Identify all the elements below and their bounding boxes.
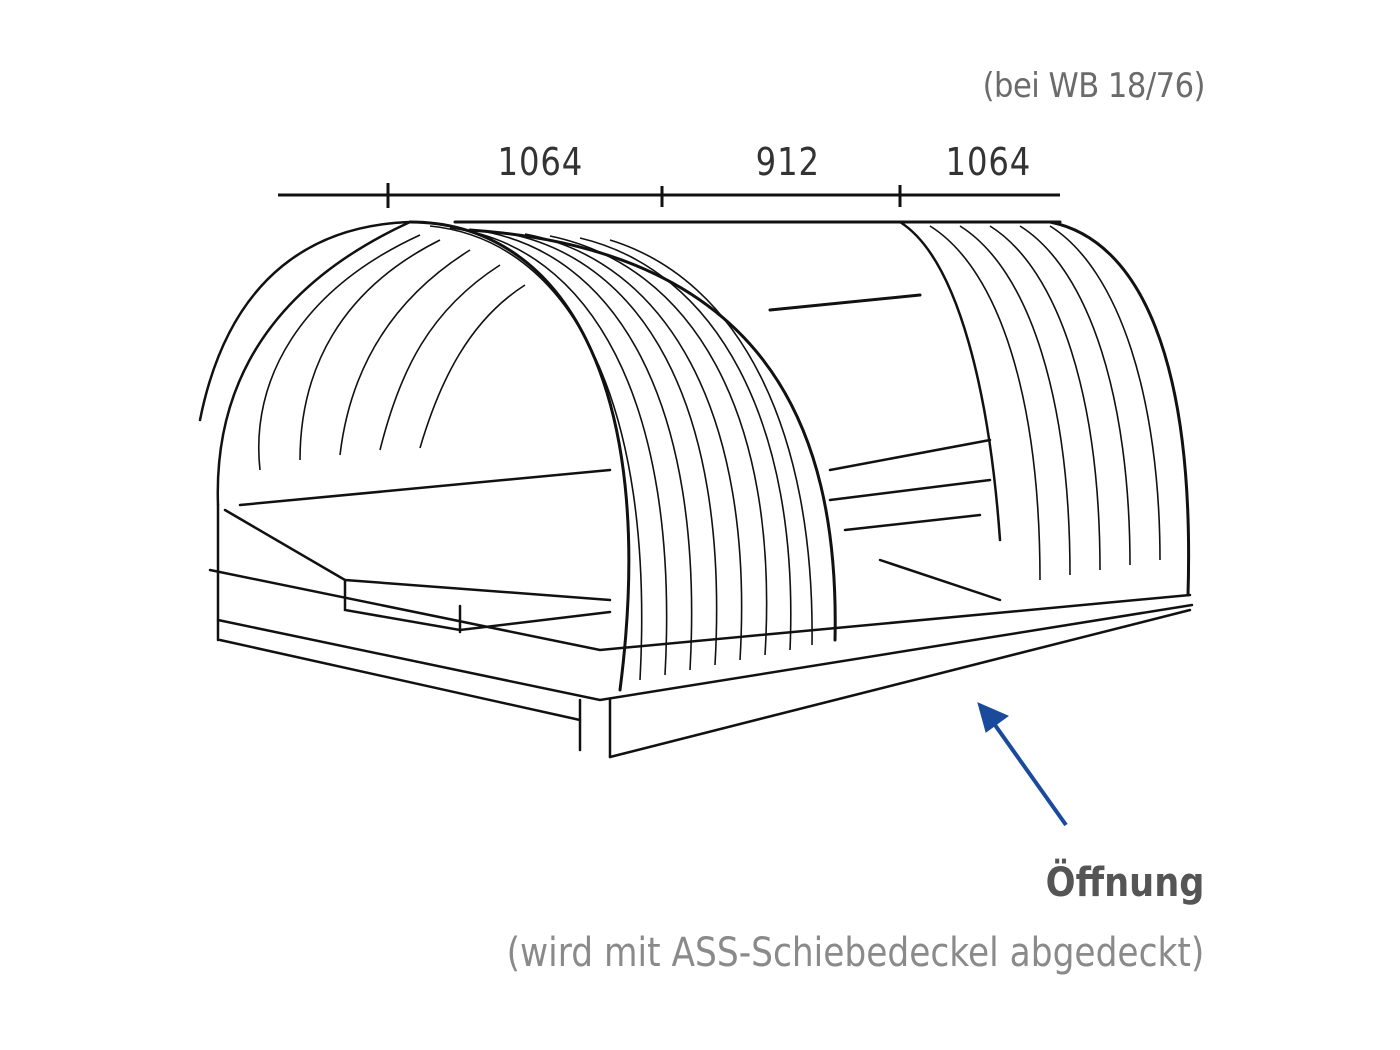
annotation-title: Öffnung bbox=[1045, 860, 1204, 906]
dimension-label-middle: 912 bbox=[755, 140, 820, 184]
corrugation-hatching bbox=[258, 225, 1161, 681]
annotation-subtitle: (wird mit ASS-Schiebedeckel abgedeckt) bbox=[506, 930, 1204, 976]
opening-arrow-icon bbox=[977, 702, 1068, 827]
dimension-line bbox=[278, 183, 1060, 208]
dimension-label-right: 1064 bbox=[945, 140, 1032, 184]
model-note: (bei WB 18/76) bbox=[982, 66, 1206, 106]
dimension-label-left: 1064 bbox=[497, 140, 584, 184]
